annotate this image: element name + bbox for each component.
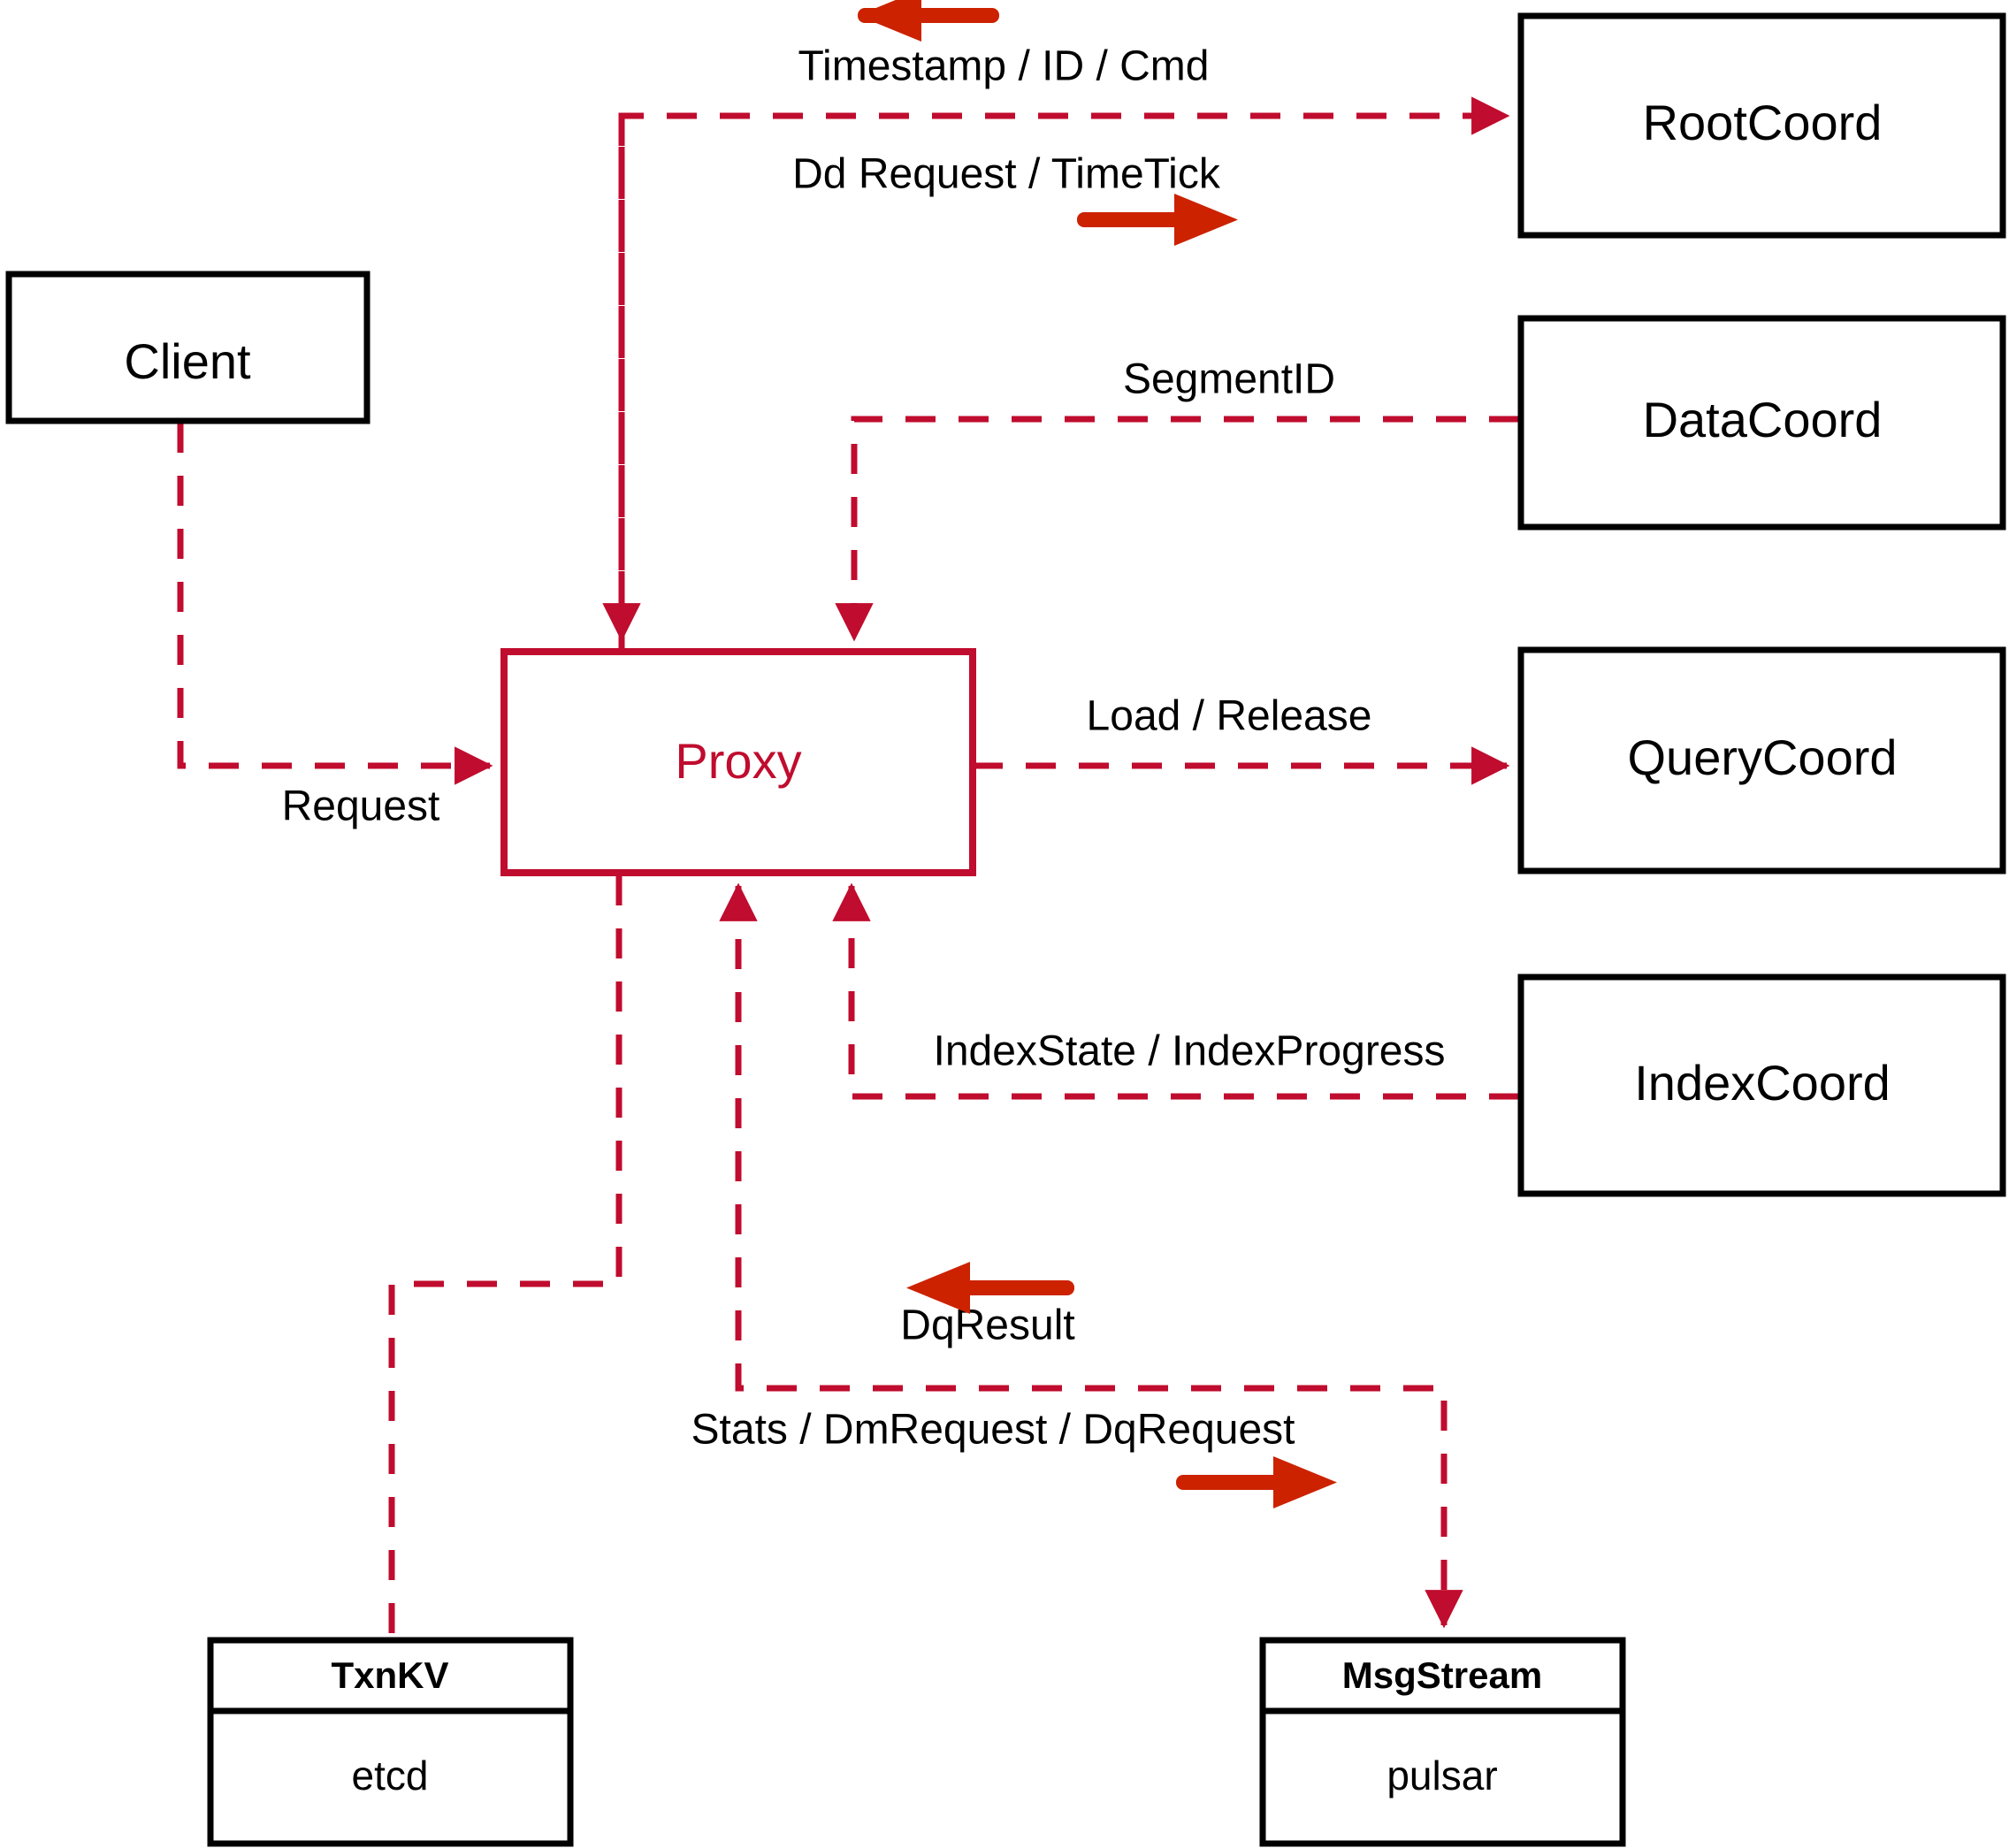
edge-label-segmentid: SegmentID	[1123, 356, 1335, 403]
store-msgstream-body-label: pulsar	[1386, 1753, 1497, 1798]
direction-arrow-right-ddrequest	[1077, 194, 1238, 246]
edge-label-indexstate-indexprogress: IndexState / IndexProgress	[934, 1028, 1446, 1075]
store-txnkv-body-label: etcd	[352, 1753, 429, 1798]
edge-label-request: Request	[282, 783, 440, 830]
edge-datacoord-to-proxy	[835, 416, 1519, 642]
edge-label-dd-request-timetick: Dd Request / TimeTick	[792, 151, 1221, 198]
node-rootcoord[interactable]	[1517, 12, 2006, 239]
edge-proxy-msgstream	[719, 882, 1463, 1629]
direction-arrow-right-stats	[1176, 1456, 1337, 1508]
direction-arrow-left-timestamp	[858, 0, 999, 42]
store-msgstream-header[interactable]	[1259, 1637, 1626, 1714]
edge-proxy-to-txnkv	[388, 875, 623, 1637]
store-msgstream-body[interactable]	[1259, 1707, 1626, 1847]
store-txnkv-body[interactable]	[207, 1707, 574, 1847]
direction-arrow-left-dqresult	[906, 1262, 1074, 1314]
store-msgstream-title: MsgStream	[1342, 1654, 1542, 1696]
node-client-label: Client	[124, 333, 251, 389]
node-rootcoord-label: RootCoord	[1643, 95, 1883, 150]
node-indexcoord[interactable]	[1517, 974, 2006, 1197]
node-querycoord-label: QueryCoord	[1627, 729, 1897, 785]
node-client[interactable]	[5, 271, 370, 424]
node-proxy[interactable]	[500, 648, 976, 876]
node-datacoord-label: DataCoord	[1643, 392, 1883, 447]
store-txnkv-title: TxnKV	[331, 1654, 448, 1696]
node-datacoord[interactable]	[1517, 315, 2006, 531]
edge-label-timestamp-id-cmd: Timestamp / ID / Cmd	[798, 43, 1210, 90]
edge-label-load-release: Load / Release	[1087, 693, 1372, 740]
node-querycoord[interactable]	[1517, 646, 2006, 874]
node-proxy-label: Proxy	[675, 733, 801, 789]
node-indexcoord-label: IndexCoord	[1634, 1055, 1891, 1111]
edge-label-dqresult: DqResult	[900, 1302, 1074, 1349]
store-txnkv-header[interactable]	[207, 1637, 574, 1714]
edge-client-to-proxy	[177, 423, 493, 785]
edge-label-stats-dmrequest-dqrequest: Stats / DmRequest / DqRequest	[691, 1407, 1295, 1454]
